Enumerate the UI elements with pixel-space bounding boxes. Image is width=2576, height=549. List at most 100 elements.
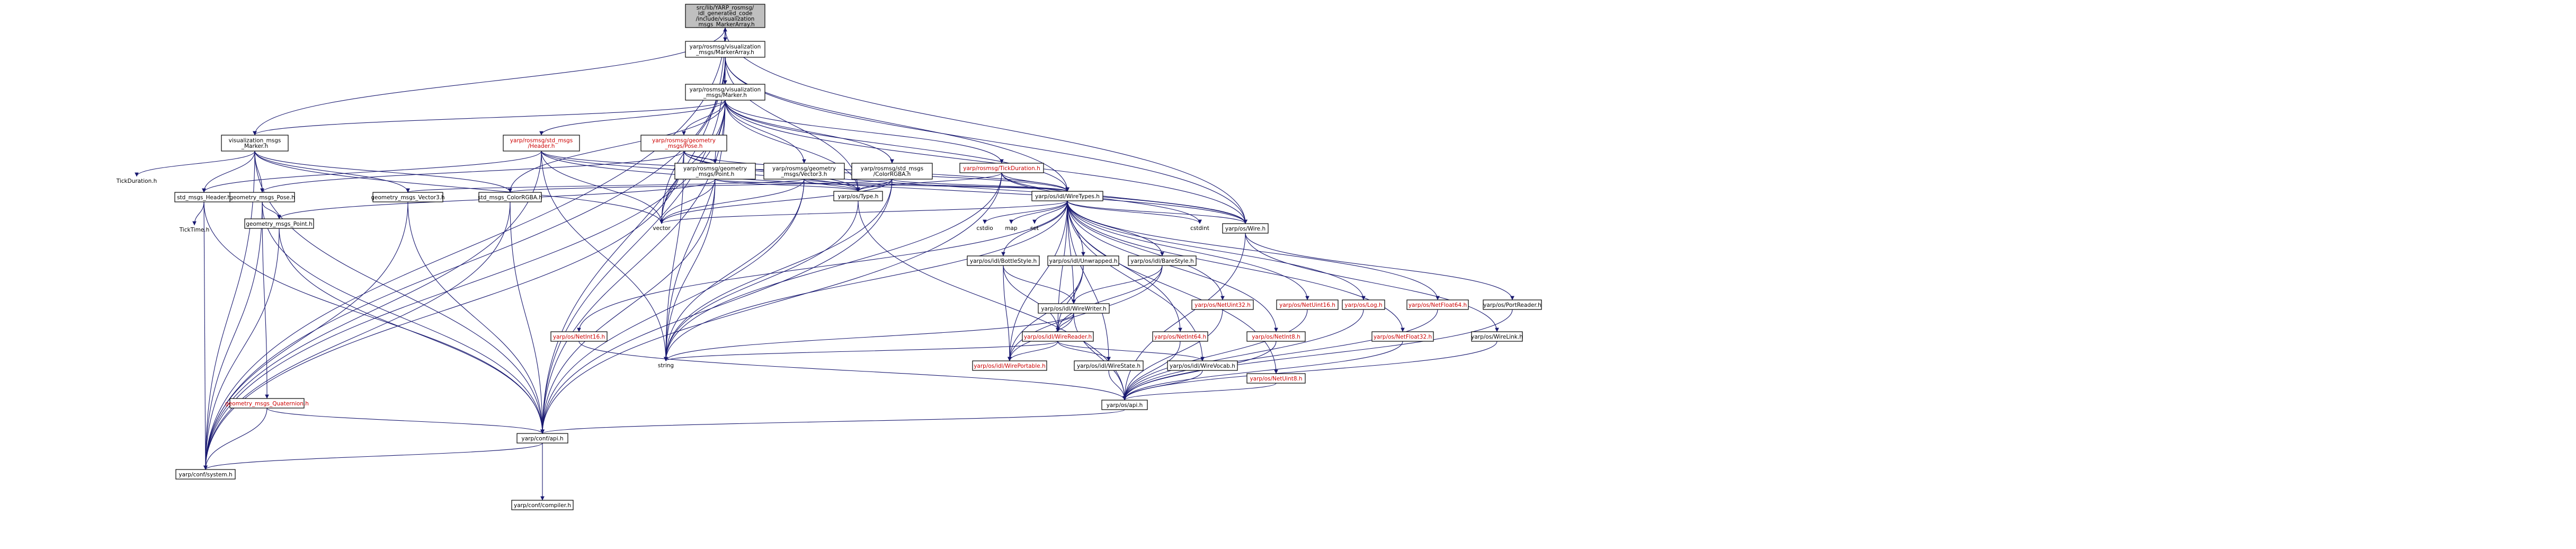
edge-wiretypes-to-netuint32 <box>1067 200 1225 300</box>
edge <box>203 228 280 470</box>
node-label: map <box>1005 225 1018 232</box>
edge-wire-to-wirelink <box>1245 233 1499 332</box>
node-unwrapped[interactable]: yarp/os/idl/Unwrapped.h <box>1047 255 1119 266</box>
edge-tickduration-to-confapi <box>540 172 1002 434</box>
node-api[interactable]: yarp/os/api.h <box>1101 400 1148 410</box>
node-netfloat64[interactable]: yarp/os/NetFloat64.h <box>1406 299 1469 310</box>
node-barestyle[interactable]: yarp/os/idl/BareStyle.h <box>1128 255 1197 266</box>
edge-wiretypes-to-cstdint <box>1067 200 1202 224</box>
edge-marker-to-pose <box>682 100 726 136</box>
node-wirereader[interactable]: yarp/os/idl/WireReader.h <box>1022 331 1094 342</box>
edge-netfloat64-to-api <box>1122 309 1438 401</box>
node-netint64[interactable]: yarp/os/NetInt64.h <box>1152 331 1208 342</box>
edge-marker-to-confsystem <box>203 100 726 470</box>
edge <box>664 179 805 361</box>
node-stdmsgsheader[interactable]: std_msgs_Header.h <box>174 192 234 202</box>
node-label: _msgs/Marker.h <box>703 92 747 99</box>
edge <box>202 150 542 193</box>
node-confcompiler[interactable]: yarp/conf/compiler.h <box>511 500 574 510</box>
node-colorrgba[interactable]: yarp/rosmsg/std_msgs/ColorRGBA.h <box>851 163 933 180</box>
node-netuint8[interactable]: yarp/os/NetUint8.h <box>1246 373 1306 384</box>
node-box <box>851 163 933 180</box>
node-wirestate[interactable]: yarp/os/idl/WireState.h <box>1074 360 1144 371</box>
node-geompoint[interactable]: geometry_msgs_Point.h <box>244 218 314 229</box>
node-wirewriter[interactable]: yarp/os/idl/WireWriter.h <box>1038 303 1110 314</box>
node-netint8[interactable]: yarp/os/NetInt8.h <box>1246 331 1306 342</box>
edge <box>1122 383 1277 401</box>
node-box <box>511 500 574 510</box>
edge-root-to-wire <box>725 27 1247 224</box>
node-vector3[interactable]: yarp/rosmsg/geometry_msgs/Vector3.h <box>763 163 845 180</box>
node-root[interactable]: src/lib/YARP_rosmsg/idl_generated_code/i… <box>685 4 765 28</box>
edge <box>1122 341 1403 401</box>
edge-wiretypes-to-map <box>1009 200 1068 224</box>
edge-point-to-vector <box>659 179 716 224</box>
node-label: yarp/os/idl/WireState.h <box>1077 363 1140 369</box>
node-marker[interactable]: yarp/rosmsg/visualization_msgs/Marker.h <box>685 84 765 101</box>
edge <box>725 100 806 164</box>
node-confsystem[interactable]: yarp/conf/system.h <box>175 469 236 480</box>
node-geomquat[interactable]: geometry_msgs_Quaternion.h <box>225 398 309 409</box>
edge <box>1057 341 1111 361</box>
edge <box>203 408 268 470</box>
node-wiretypes[interactable]: yarp/os/idl/WireTypes.h <box>1031 191 1103 201</box>
node-type[interactable]: yarp/os/Type.h <box>833 191 883 201</box>
edge-stdheader-to-string <box>541 150 668 361</box>
edge <box>541 150 664 224</box>
edge <box>664 179 716 361</box>
edge-colorrgba-to-wiretypes <box>892 179 1069 192</box>
node-pose[interactable]: yarp/rosmsg/geometry_msgs/Pose.h <box>640 135 727 152</box>
node-tickduration[interactable]: yarp/rosmsg/TickDuration.h <box>959 163 1044 173</box>
node-netuint16[interactable]: yarp/os/NetUint16.h <box>1276 299 1339 310</box>
edge-vismarker-to-vector <box>254 150 664 224</box>
edge-marker-to-vector3 <box>725 100 806 164</box>
node-box <box>1342 299 1385 310</box>
node-label: _msgs/Vector3.h <box>781 171 827 178</box>
node-box <box>1074 360 1144 371</box>
node-stdcolor[interactable]: std_msgs_ColorRGBA.h <box>478 192 542 202</box>
node-markerarray[interactable]: yarp/rosmsg/visualization_msgs/MarkerArr… <box>685 41 765 58</box>
edge-wire-to-portreader <box>1245 233 1514 300</box>
node-box <box>503 135 580 152</box>
node-geompose[interactable]: geometry_msgs_Pose.h <box>229 192 295 202</box>
edge-barestyle-to-wirewriter <box>1072 265 1163 304</box>
node-vector: vector <box>653 225 671 232</box>
edge-api-to-confapi <box>540 409 1125 434</box>
edge-wiretypes-to-netfloat32 <box>1067 200 1405 332</box>
edge-vector3-to-string <box>664 179 805 361</box>
node-label: _msgs_MarkerArray.h <box>695 22 754 28</box>
node-label: std_msgs_Header.h <box>177 194 231 201</box>
node-box <box>1246 373 1306 384</box>
node-wirevocab[interactable]: yarp/os/idl/WireVocab.h <box>1167 360 1238 371</box>
edge-wiretypes-to-string <box>664 200 1068 361</box>
edge <box>664 341 1058 361</box>
node-portreader[interactable]: yarp/os/PortReader.h <box>1483 299 1542 310</box>
edge <box>1008 341 1058 361</box>
node-logh[interactable]: yarp/os/Log.h <box>1342 299 1385 310</box>
edge-vector3-to-vector <box>659 179 805 224</box>
node-wireportable[interactable]: yarp/os/idl/WirePortable.h <box>972 360 1047 371</box>
node-stdheader[interactable]: yarp/rosmsg/std_msgs/Header.h <box>503 135 580 152</box>
node-label: yarp/os/api.h <box>1107 402 1143 409</box>
node-wire[interactable]: yarp/os/Wire.h <box>1222 223 1269 234</box>
node-point[interactable]: yarp/rosmsg/geometry_msgs/Point.h <box>674 163 756 180</box>
edge-wiretypes-to-set <box>1032 200 1068 224</box>
edge <box>578 341 1127 401</box>
node-confapi[interactable]: yarp/conf/api.h <box>516 433 568 444</box>
edge <box>1001 172 1069 192</box>
edge-markerarray-to-type <box>725 57 860 192</box>
node-ticktime: TickTime.h <box>179 227 210 233</box>
node-wirelink[interactable]: yarp/os/WireLink.h <box>1471 331 1523 342</box>
node-geomvector3[interactable]: geometry_msgs_Vector3.h <box>371 192 445 202</box>
edge-tickduration-to-type <box>856 172 1002 192</box>
node-netint16[interactable]: yarp/os/NetInt16.h <box>550 331 608 342</box>
node-netfloat32[interactable]: yarp/os/NetFloat32.h <box>1371 331 1434 342</box>
edge <box>1122 309 1223 401</box>
node-box <box>175 469 236 480</box>
node-netuint32[interactable]: yarp/os/NetUint32.h <box>1191 299 1254 310</box>
node-label: yarp/rosmsg/visualization <box>690 44 761 50</box>
node-bottlestyle[interactable]: yarp/os/idl/BottleStyle.h <box>967 255 1040 266</box>
node-vismarker[interactable]: visualization_msgs_Marker.h <box>221 135 289 152</box>
node-label: std_msgs_ColorRGBA.h <box>478 194 542 201</box>
edge <box>725 27 1247 224</box>
